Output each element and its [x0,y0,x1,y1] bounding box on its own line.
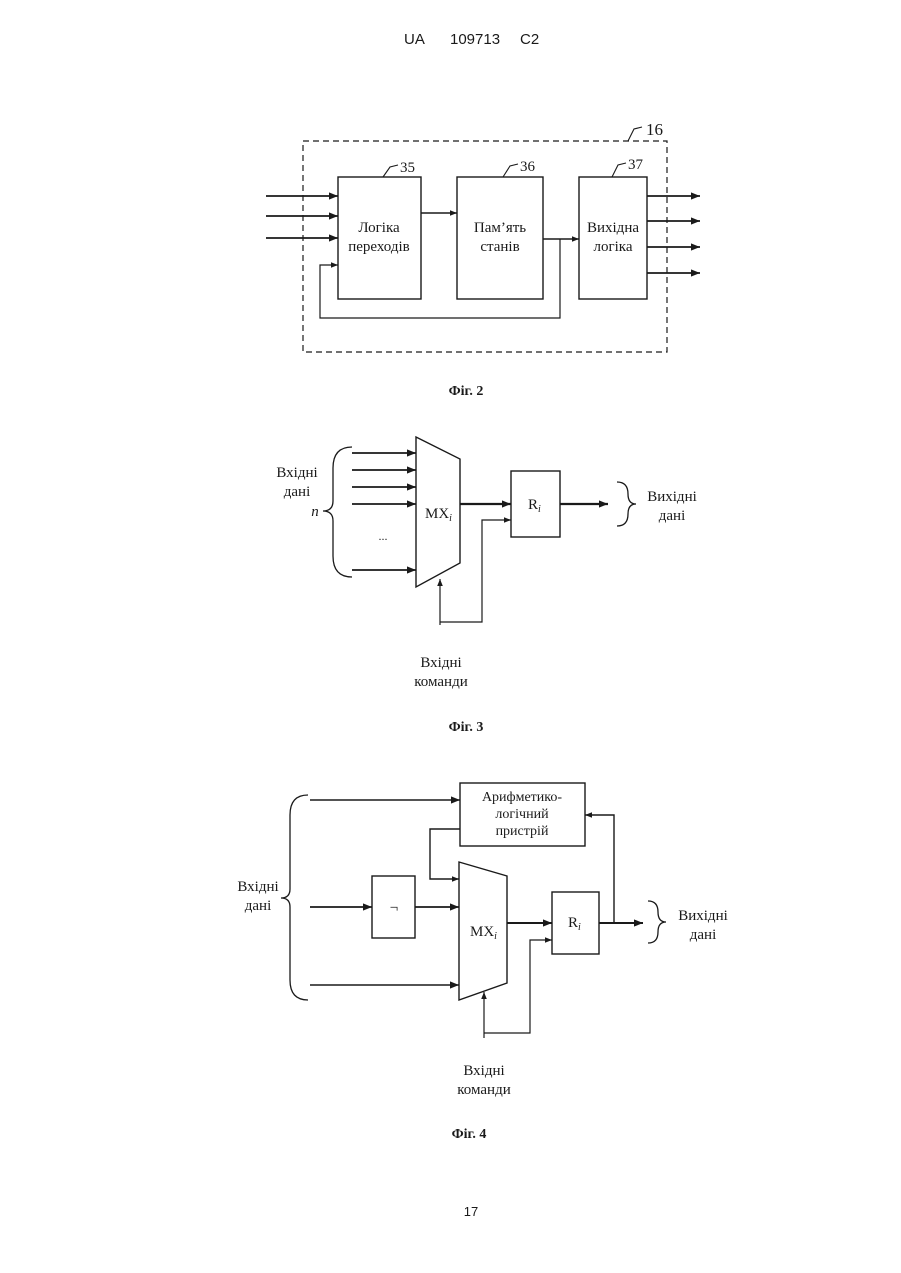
fig3-output-brace [617,482,636,526]
fig3-ellipsis: ... [379,529,388,543]
ref-label-16: 16 [646,120,663,139]
fig3-mux-label: MXi [425,506,452,524]
fig3-commands-label-1: Вхідні [420,655,461,671]
figure-4 [281,783,666,1038]
figure-4-labels: Арифметико- логічний пристрій ¬ MXi Ri В… [237,790,727,1142]
header-office: UA [404,31,425,48]
ref-leader-36 [503,164,518,177]
fig4-commands-label-1: Вхідні [463,1063,504,1079]
fig3-inputs-label-1: Вхідні [276,465,317,481]
fig3-input-brace [323,447,352,577]
state-memory-label-1: Пам’ять [474,220,526,236]
fig4-not-symbol: ¬ [390,900,398,916]
state-memory-label-2: станів [480,239,519,255]
fig4-input-brace [281,795,308,1000]
fig3-commands-label-2: команди [414,674,467,690]
fig3-inputs-count: n [311,504,319,520]
fig4-caption: Фіг. 4 [452,1127,487,1142]
fig4-alu-label-3: пристрій [496,824,549,839]
fig4-alu-to-mux-arrow [430,829,460,879]
transition-logic-label-1: Логіка [358,220,400,236]
ref-leader-16 [628,127,642,141]
fig4-register-label: Ri [568,915,581,933]
fig2-caption: Фіг. 2 [449,384,484,399]
fig3-outputs-label-1: Вихідні [647,489,697,505]
ref-label-35: 35 [400,160,415,176]
ref-label-37: 37 [628,157,644,173]
page-number: 17 [464,1204,478,1219]
fig4-output-brace [648,901,666,943]
figure-2-labels: 16 35 36 37 Логіка переходів Пам’ять ста… [348,120,663,399]
fig4-alu-label-1: Арифметико- [482,790,562,805]
output-logic-block [579,177,647,299]
output-logic-label-1: Вихідна [587,220,639,236]
fig3-inputs-label-2: дані [284,484,310,500]
header-number: 109713 [450,31,500,48]
ref-leader-35 [383,165,398,177]
fig4-outputs-label-2: дані [690,927,716,943]
fig3-register-label: Ri [528,497,541,515]
fig3-outputs-label-2: дані [659,508,685,524]
state-memory-block [457,177,543,299]
figure-3 [323,437,636,625]
header-kind: C2 [520,31,539,48]
fig4-commands-label-2: команди [457,1082,510,1098]
figure-3-labels: Вхідні дані n ... MXi Ri Вихідні дані Вх… [276,465,696,735]
fig4-command-to-register-arrow [484,940,552,1033]
ref-leader-37 [612,163,626,177]
fig4-alu-label-2: логічний [495,807,549,822]
fig4-mux-label: MXi [470,924,497,942]
fig4-inputs-label-1: Вхідні [237,879,278,895]
output-logic-label-2: логіка [593,239,632,255]
transition-logic-label-2: переходів [348,239,410,255]
fig4-outputs-label-1: Вихідні [678,908,728,924]
transition-logic-block [338,177,421,299]
fig3-caption: Фіг. 3 [449,720,484,735]
fig4-inputs-label-2: дані [245,898,271,914]
fig3-command-to-register-arrow [440,520,511,622]
ref-label-36: 36 [520,159,536,175]
patent-header: UA 109713 C2 [404,31,539,48]
